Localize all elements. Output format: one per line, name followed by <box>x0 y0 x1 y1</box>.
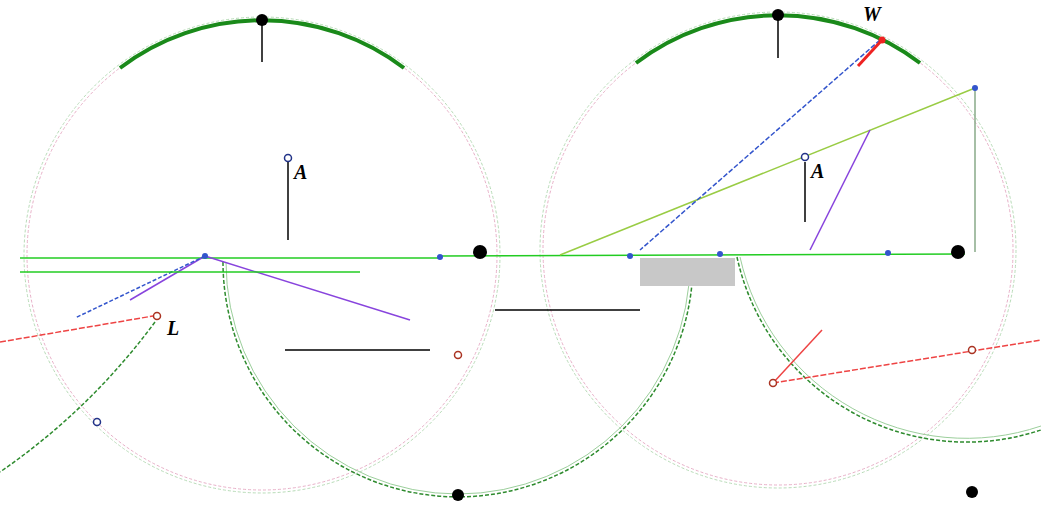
lower-arc <box>226 262 690 494</box>
axis-line <box>287 162 289 240</box>
point <box>627 253 633 259</box>
construction-lines <box>0 15 1041 383</box>
chord-line <box>0 316 153 342</box>
chord-line <box>773 340 1041 383</box>
base-line <box>20 271 360 273</box>
lower-arc <box>0 322 155 472</box>
lower-arc <box>223 262 693 497</box>
point <box>770 380 777 387</box>
point <box>94 419 101 426</box>
point <box>802 154 809 161</box>
point-label: W <box>862 4 882 24</box>
chord-line <box>75 256 205 318</box>
point <box>951 245 965 259</box>
point-label: L <box>166 318 180 338</box>
circle-outline <box>24 17 500 493</box>
segment-line <box>285 349 430 351</box>
chord-line <box>560 88 975 255</box>
chord-line <box>130 256 205 300</box>
axis-line <box>261 20 263 62</box>
lower-arc <box>737 257 1041 442</box>
point <box>437 254 443 260</box>
chord-line <box>205 256 410 320</box>
circle-outline <box>540 12 1016 488</box>
point <box>772 9 784 21</box>
axis-line <box>777 15 779 58</box>
point <box>455 352 462 359</box>
point <box>256 14 268 26</box>
segment-line <box>495 309 640 311</box>
axis-line <box>974 88 976 252</box>
chord-line <box>810 130 870 250</box>
points <box>94 9 979 501</box>
point <box>154 313 161 320</box>
axis-line <box>804 162 806 222</box>
point <box>972 85 978 91</box>
point <box>473 245 487 259</box>
point-label: A <box>293 162 308 182</box>
point-label: A <box>810 161 825 181</box>
circle-outlines <box>0 12 1041 497</box>
base-line <box>20 257 440 259</box>
circle-outline <box>27 20 497 490</box>
chord-line <box>773 330 822 383</box>
point <box>285 155 292 162</box>
shaded-region <box>640 258 735 286</box>
point <box>452 489 464 501</box>
point <box>717 251 723 257</box>
point <box>202 253 208 259</box>
point <box>966 486 978 498</box>
top-arc <box>120 20 404 68</box>
circle-outline <box>543 15 1013 485</box>
marker-line <box>858 40 882 66</box>
point <box>885 250 891 256</box>
point <box>879 37 886 44</box>
point <box>969 347 976 354</box>
chord-line <box>640 40 880 250</box>
lower-arc <box>740 257 1041 438</box>
